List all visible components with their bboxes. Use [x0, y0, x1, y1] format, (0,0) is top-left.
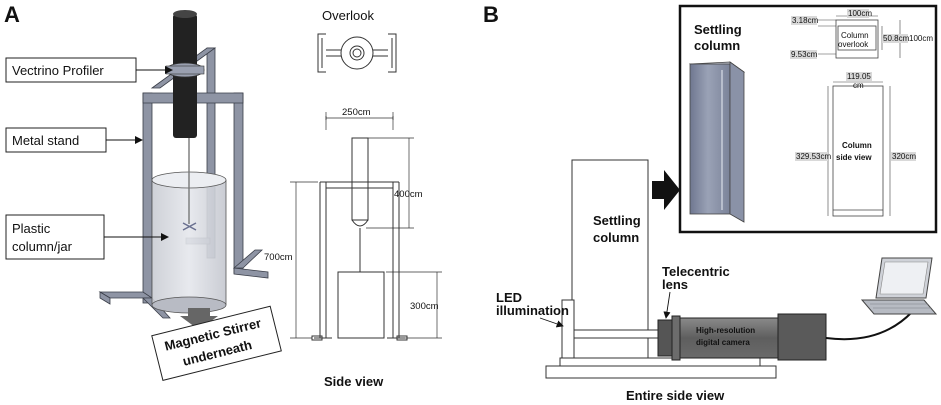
lens-label-2: lens	[662, 277, 688, 292]
label-metal-stand: Metal stand	[5, 127, 143, 153]
svg-text:column/jar: column/jar	[12, 239, 73, 254]
label-vectrino: Vectrino Profiler	[5, 57, 173, 83]
svg-text:3.18cm: 3.18cm	[792, 16, 819, 25]
panel-b-letter: B	[483, 2, 499, 27]
svg-text:cm: cm	[853, 81, 864, 90]
dim-upper: 400cm	[394, 189, 423, 200]
svg-text:Column: Column	[841, 31, 869, 40]
svg-text:100cm: 100cm	[848, 9, 872, 18]
overlook-drawing	[317, 33, 397, 73]
side-view-title: Side view	[324, 374, 384, 389]
led-arrow	[539, 317, 564, 328]
svg-text:High-resolution: High-resolution	[696, 326, 755, 335]
led-label-1: LED	[496, 290, 522, 305]
dim-lower: 300cm	[410, 301, 439, 312]
inset-box: Settling column Column overlook Column s…	[678, 4, 938, 234]
svg-text:Metal stand: Metal stand	[12, 133, 79, 148]
overlook-title: Overlook	[322, 8, 375, 23]
label-plastic-column: Plastic column/jar	[5, 214, 169, 260]
svg-text:50.8cm: 50.8cm	[883, 34, 910, 43]
side-view-dimensions	[290, 112, 442, 339]
laptop-icon	[860, 257, 938, 315]
svg-text:column: column	[593, 230, 639, 245]
led-label-2: illumination	[496, 303, 569, 318]
svg-text:320cm: 320cm	[892, 152, 916, 161]
entire-side-view-title: Entire side view	[626, 388, 725, 403]
lens-label-1: Telecentric	[662, 264, 730, 279]
panel-a-letter: A	[4, 2, 20, 27]
svg-text:9.53cm: 9.53cm	[791, 50, 818, 59]
svg-text:side view: side view	[836, 153, 872, 162]
svg-text:119.05: 119.05	[847, 72, 871, 81]
entire-side-view: Settling column High-resolution digital …	[545, 159, 913, 379]
inset-arrow	[652, 170, 680, 210]
dim-width: 250cm	[342, 107, 371, 118]
svg-text:Settling: Settling	[593, 213, 641, 228]
svg-text:column: column	[694, 38, 740, 53]
svg-text:overlook: overlook	[838, 40, 869, 49]
vectrino-rod	[165, 10, 205, 224]
label-magnetic-stirrer: Magnetic Stirrer underneath	[151, 305, 282, 381]
lens-arrow	[663, 291, 671, 319]
svg-text:digital camera: digital camera	[696, 338, 750, 347]
svg-text:Plastic: Plastic	[12, 221, 51, 236]
svg-text:Settling: Settling	[694, 22, 742, 37]
svg-text:329.53cm: 329.53cm	[796, 152, 831, 161]
svg-text:Vectrino Profiler: Vectrino Profiler	[12, 63, 104, 78]
side-view-drawing	[311, 137, 408, 341]
svg-text:Column: Column	[842, 141, 872, 150]
svg-text:100cm: 100cm	[909, 34, 933, 43]
stirrer-arrow	[180, 308, 218, 330]
dim-total: 700cm	[264, 252, 293, 263]
